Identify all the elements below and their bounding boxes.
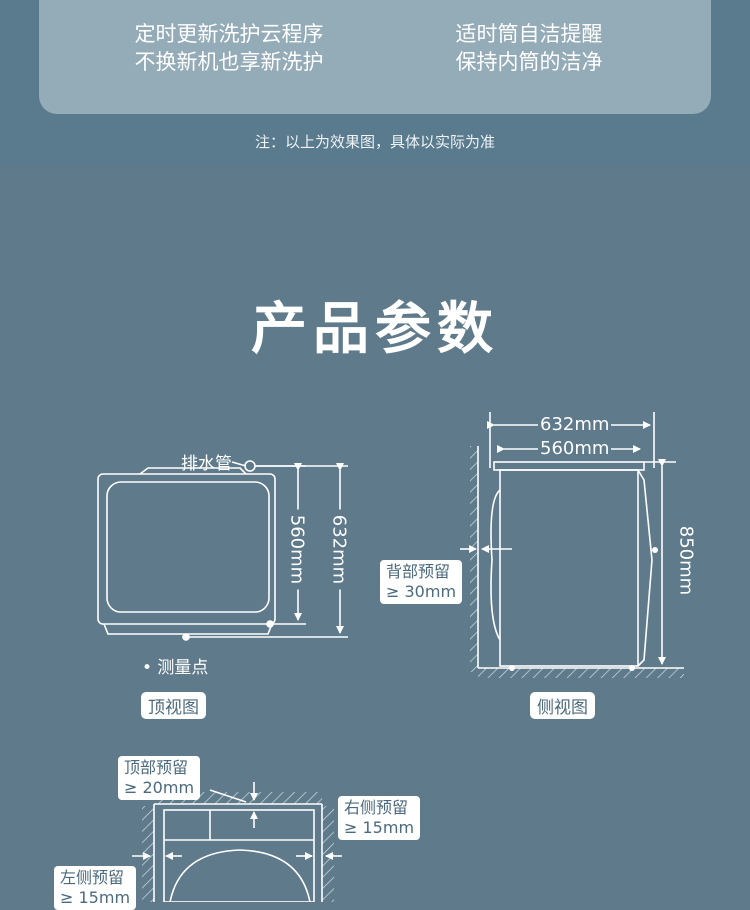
top-view-caption: 顶视图: [141, 692, 206, 719]
feature-right-line2: 保持内筒的洁净: [455, 50, 603, 74]
measure-point-label: • 测量点: [142, 658, 209, 678]
side-view-width-outer: 632mm: [538, 414, 612, 435]
right-clearance-box: 右侧预留 ≥ 15mm: [338, 796, 421, 840]
left-clearance-title: 左侧预留: [60, 868, 125, 887]
top-clearance-title: 顶部预留: [124, 758, 189, 777]
side-view-height: 850mm: [675, 525, 697, 596]
feature-card: 定时更新洗护云程序 不换新机也享新洗护 适时筒自洁提醒 保持内筒的洁净: [39, 0, 711, 114]
disclaimer-note: 注：以上为效果图，具体以实际为准: [254, 133, 495, 151]
feature-left-line2: 不换新机也享新洗护: [134, 50, 324, 74]
top-view-depth-inner: 560mm: [286, 509, 308, 590]
feature-left-line1: 定时更新洗护云程序: [134, 22, 324, 46]
top-view-drawing: [97, 460, 348, 641]
feature-right-line1: 适时筒自洁提醒: [455, 22, 603, 46]
drain-pipe-label: 排水管: [181, 454, 232, 474]
feature-right-text: 适时筒自洁提醒 保持内筒的洁净: [399, 20, 659, 76]
back-clearance-box: 背部预留 ≥ 30mm: [380, 560, 463, 604]
side-view-width-inner: 560mm: [538, 438, 612, 459]
side-view-caption: 侧视图: [530, 692, 595, 719]
right-clearance-title: 右侧预留: [344, 798, 409, 817]
left-clearance-box: 左侧预留 ≥ 15mm: [54, 866, 137, 910]
top-clearance-box: 顶部预留 ≥ 20mm: [118, 756, 201, 800]
feature-section: 定时更新洗护云程序 不换新机也享新洗护 适时筒自洁提醒 保持内筒的洁净 注：以上…: [0, 0, 750, 166]
right-clearance-value: ≥ 15mm: [344, 818, 415, 837]
back-clearance-title: 背部预留: [386, 562, 451, 581]
section-title: 产品参数: [251, 297, 499, 362]
top-view-depth-outer: 632mm: [328, 509, 350, 590]
feature-left-text: 定时更新洗护云程序 不换新机也享新洗护: [99, 20, 359, 76]
front-view-drawing: [132, 782, 342, 902]
top-clearance-value: ≥ 20mm: [124, 778, 195, 797]
side-view-drawing: [460, 412, 684, 678]
left-clearance-value: ≥ 15mm: [60, 888, 131, 907]
back-clearance-value: ≥ 30mm: [386, 582, 457, 601]
